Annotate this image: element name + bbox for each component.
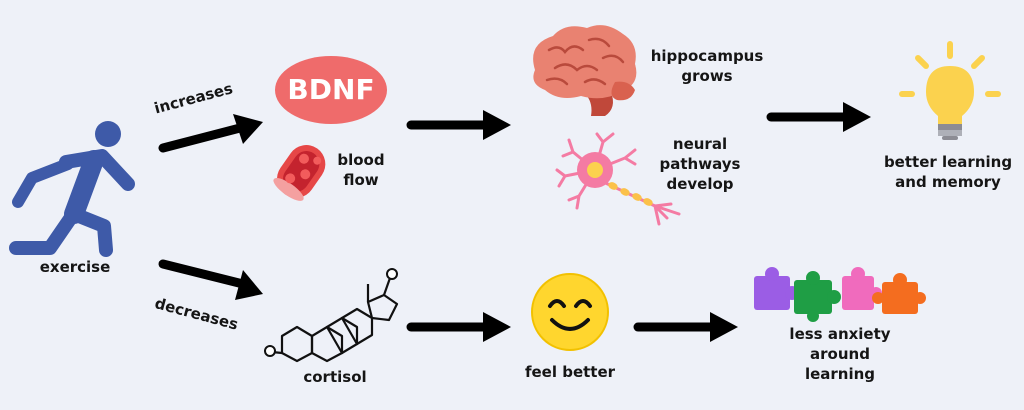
feel-better-label: feel better xyxy=(524,363,616,381)
arrow-to-brain xyxy=(406,110,511,140)
blood-vessel-icon xyxy=(273,145,326,201)
bdnf-badge xyxy=(275,56,387,124)
blood-flow-label: blood flow xyxy=(337,151,385,189)
puzzle-pieces-icon xyxy=(754,267,926,322)
neuron-icon xyxy=(555,132,681,226)
runner-icon xyxy=(9,121,135,257)
better-learning-label: better learning and memory xyxy=(883,153,1013,191)
brain-icon xyxy=(533,25,637,116)
smiley-face-icon xyxy=(531,273,609,351)
arrow-to-lightbulb xyxy=(766,102,871,132)
less-anxiety-label: less anxiety around learning xyxy=(789,325,891,383)
hippocampus-label: hippocampus grows xyxy=(650,47,764,85)
bdnf-label: BDNF xyxy=(287,73,375,106)
increases-arrow xyxy=(158,114,263,153)
arrow-to-smiley xyxy=(406,312,511,342)
exercise-label: exercise xyxy=(39,258,111,276)
cortisol-label: cortisol xyxy=(303,368,367,386)
arrow-to-puzzle xyxy=(633,312,738,342)
cortisol-molecule-icon xyxy=(264,268,399,363)
decreases-arrow xyxy=(158,259,263,300)
neural-pathways-label: neural pathways develop xyxy=(659,135,741,193)
lightbulb-icon xyxy=(899,41,1001,140)
